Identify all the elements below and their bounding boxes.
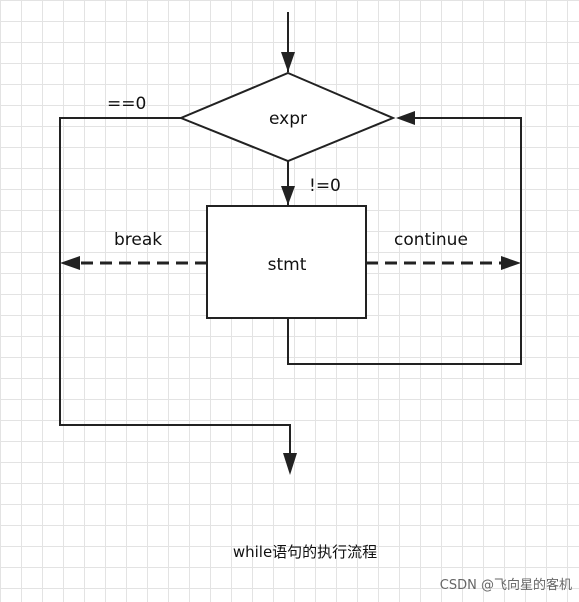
loop-back-arrowhead [396,111,415,125]
continue-arrowhead [501,256,521,270]
false-branch-line [59,117,291,470]
decision-label: expr [269,109,307,129]
false-branch-label: ==0 [107,94,146,114]
break-arrowhead [60,256,80,270]
break-label: break [114,230,162,250]
diagram-caption: while语句的执行流程 [233,543,377,561]
true-branch-arrowhead [281,186,295,205]
statement-box [206,205,367,319]
exit-arrowhead [283,453,297,475]
continue-label: continue [394,230,468,250]
loop-back-line [287,117,522,365]
true-branch-label: !=0 [309,176,341,196]
csdn-watermark: CSDN @飞向星的客机 [440,577,572,593]
entry-arrowhead [281,52,295,72]
statement-label: stmt [268,255,307,275]
